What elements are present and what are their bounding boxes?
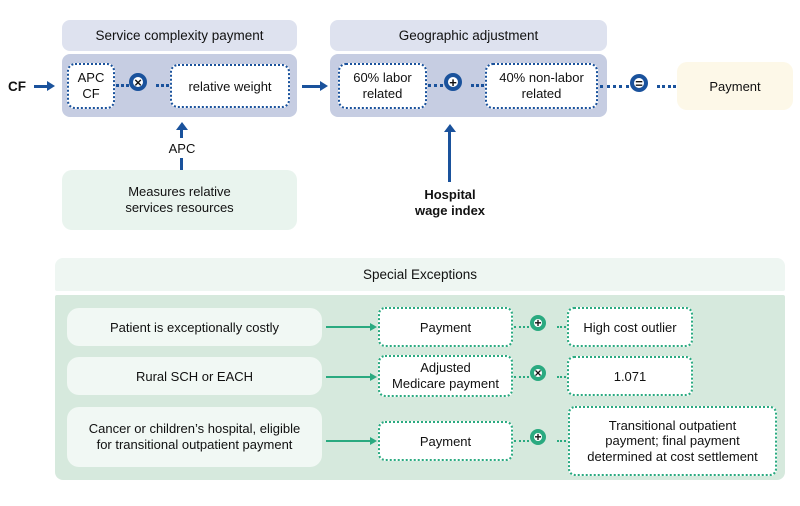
hospital-wage-index-label: Hospital wage index bbox=[414, 187, 486, 218]
dotted-connector bbox=[156, 84, 169, 87]
exception-base-box: Payment bbox=[378, 307, 513, 347]
plus-icon: + bbox=[444, 73, 462, 91]
service-complexity-header: Service complexity payment bbox=[62, 20, 297, 51]
relative-weight-box: relative weight bbox=[170, 64, 290, 108]
plus-icon: + bbox=[530, 429, 546, 445]
apc-label: APC bbox=[168, 140, 196, 156]
exception-arrow-icon bbox=[326, 436, 377, 445]
exception-adjustment-box: 1.071 bbox=[567, 356, 693, 396]
apc-cf-box: APC CF bbox=[67, 63, 115, 109]
apc-arrow-stub bbox=[180, 158, 183, 172]
nonlabor-box: 40% non-labor related bbox=[485, 63, 598, 109]
wage-index-arrow-icon bbox=[443, 124, 456, 182]
payment-result-box: Payment bbox=[677, 62, 793, 110]
multiply-icon: × bbox=[530, 365, 546, 381]
dotted-connector bbox=[557, 376, 566, 378]
exception-condition: Rural SCH or EACH bbox=[67, 357, 322, 395]
flow-arrow-icon bbox=[302, 81, 328, 91]
labor-box: 60% labor related bbox=[338, 63, 427, 109]
exception-arrow-icon bbox=[326, 322, 377, 331]
apc-arrow-icon bbox=[175, 122, 188, 138]
special-exceptions-title: Special Exceptions bbox=[362, 267, 478, 282]
service-complexity-title: Service complexity payment bbox=[95, 28, 264, 43]
special-exceptions-header: Special Exceptions bbox=[55, 258, 785, 291]
geographic-header: Geographic adjustment bbox=[330, 20, 607, 51]
dotted-connector bbox=[557, 326, 566, 328]
exception-base-box: Payment bbox=[378, 421, 513, 461]
dotted-connector bbox=[514, 376, 529, 378]
cf-arrow-icon bbox=[34, 81, 55, 91]
geographic-title: Geographic adjustment bbox=[398, 28, 539, 43]
measures-box: Measures relative services resources bbox=[62, 170, 297, 230]
dotted-connector bbox=[116, 84, 129, 87]
exception-base-box: Adjusted Medicare payment bbox=[378, 355, 513, 397]
dotted-connector bbox=[471, 84, 484, 87]
exception-condition: Cancer or children’s hospital, eligible … bbox=[67, 407, 322, 467]
plus-icon: + bbox=[530, 315, 546, 331]
dotted-connector bbox=[600, 85, 629, 88]
exception-adjustment-box: Transitional outpatient payment; final p… bbox=[568, 406, 777, 476]
dotted-connector bbox=[657, 85, 676, 88]
dotted-connector bbox=[514, 440, 529, 442]
dotted-connector bbox=[514, 326, 529, 328]
dotted-connector bbox=[557, 440, 566, 442]
equals-icon: = bbox=[630, 74, 648, 92]
multiply-icon: × bbox=[129, 73, 147, 91]
exception-arrow-icon bbox=[326, 372, 377, 381]
exception-adjustment-box: High cost outlier bbox=[567, 307, 693, 347]
exception-condition: Patient is exceptionally costly bbox=[67, 308, 322, 346]
cf-label: CF bbox=[8, 79, 26, 94]
dotted-connector bbox=[428, 84, 443, 87]
